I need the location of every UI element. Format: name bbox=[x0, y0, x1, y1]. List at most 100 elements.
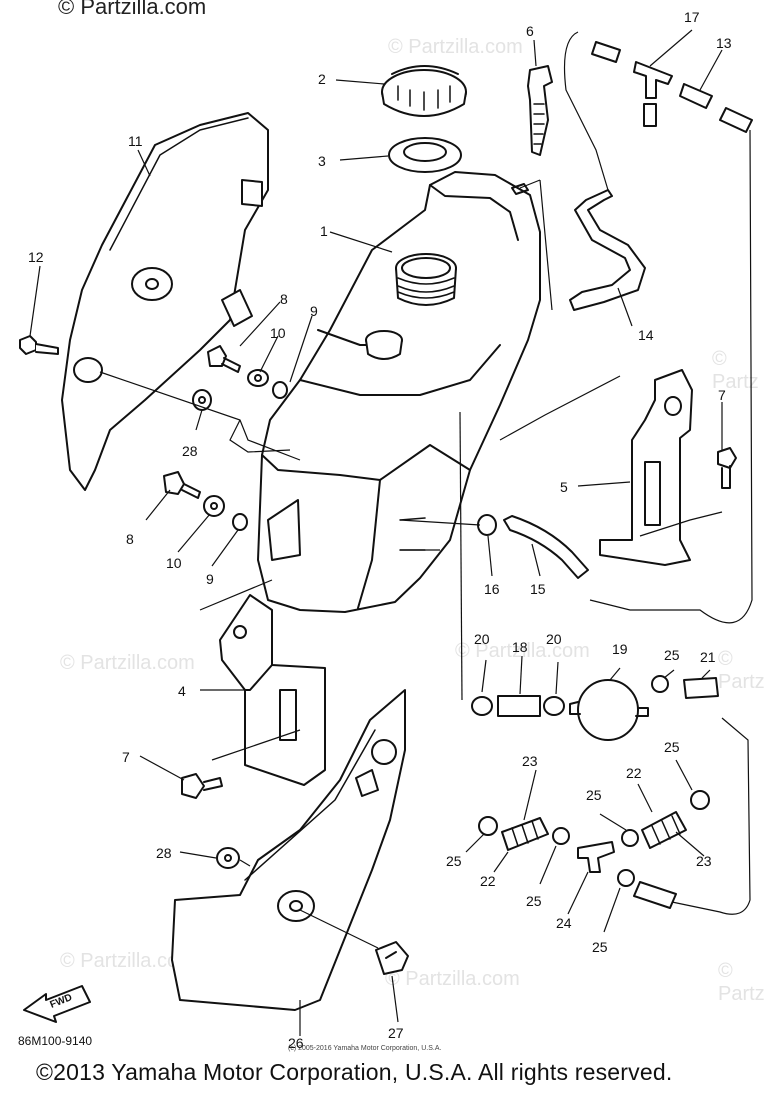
callout-number: 22 bbox=[480, 873, 496, 889]
hose-21-part bbox=[683, 677, 719, 699]
callout-number: 7 bbox=[122, 749, 130, 765]
callout-number: 4 bbox=[178, 683, 186, 699]
watermark: © Partzilla.com bbox=[60, 950, 195, 972]
bolt-27-part bbox=[375, 941, 409, 975]
bolt-7b-part bbox=[181, 773, 223, 799]
callout-number: 12 bbox=[28, 249, 44, 265]
callout-number: 20 bbox=[546, 631, 562, 647]
routing-line bbox=[563, 31, 609, 191]
damper-22b-part bbox=[641, 811, 687, 849]
gasket-part bbox=[388, 137, 462, 173]
callout-number: 25 bbox=[446, 853, 462, 869]
hose-23-part bbox=[633, 881, 677, 909]
routing-line bbox=[399, 519, 481, 551]
watermark: © Partz bbox=[718, 648, 765, 693]
callout-number: 23 bbox=[522, 753, 538, 769]
fuel-tank-part bbox=[257, 171, 541, 613]
watermark-top: © Partzilla.com bbox=[58, 0, 207, 19]
clip-20a-part bbox=[471, 696, 493, 716]
clip-25-part bbox=[617, 869, 635, 887]
callout-number: 9 bbox=[206, 571, 214, 587]
callout-number: 13 bbox=[716, 35, 732, 51]
clip-16-part bbox=[477, 514, 497, 536]
callout-number: 25 bbox=[592, 939, 608, 955]
callout-number: 11 bbox=[128, 133, 143, 149]
callout-number: 26 bbox=[288, 1035, 304, 1051]
callout-number: 19 bbox=[612, 641, 628, 657]
routing-line bbox=[671, 717, 751, 915]
routing-line bbox=[199, 579, 273, 611]
footer-copyright: ©2013 Yamaha Motor Corporation, U.S.A. A… bbox=[36, 1059, 673, 1085]
clip-25-part bbox=[621, 829, 639, 847]
callout-number: 16 bbox=[484, 581, 500, 597]
bracket-4-part bbox=[219, 594, 326, 786]
callout-number: 25 bbox=[586, 787, 602, 803]
breather-hose-14-part bbox=[569, 189, 646, 311]
fuel-filter-19-part bbox=[569, 679, 649, 741]
callout-number: 3 bbox=[318, 153, 326, 169]
clip-25-part bbox=[651, 675, 669, 693]
washer-10b-part bbox=[203, 495, 225, 517]
callout-number: 28 bbox=[156, 845, 172, 861]
callout-number: 6 bbox=[526, 23, 534, 39]
damper-22a-part bbox=[501, 817, 549, 851]
clip-20b-part bbox=[543, 696, 565, 716]
clip-25-part bbox=[690, 790, 710, 810]
clip-25-part bbox=[478, 816, 498, 836]
routing-line bbox=[229, 419, 291, 453]
joint-24-part bbox=[577, 841, 615, 873]
routing-line bbox=[239, 859, 251, 867]
hose-13-part bbox=[591, 41, 753, 133]
bracket-5-part bbox=[599, 369, 693, 566]
routing-line bbox=[299, 909, 379, 949]
routing-line bbox=[519, 179, 553, 311]
callout-number: 18 bbox=[512, 639, 528, 655]
watermark: © Partzilla.com bbox=[388, 36, 523, 58]
callout-number: 25 bbox=[664, 739, 680, 755]
washer-28b-part bbox=[216, 847, 240, 869]
fuel-cap-part bbox=[381, 65, 467, 117]
watermark: © Partz bbox=[718, 960, 765, 1005]
hose-18-part bbox=[497, 695, 541, 717]
bolt-12-part bbox=[19, 335, 59, 355]
callout-number: 27 bbox=[388, 1025, 404, 1041]
callout-number: 24 bbox=[556, 915, 572, 931]
diagram-code: 86M100-9140 bbox=[18, 1034, 93, 1048]
callout-number: 15 bbox=[530, 581, 546, 597]
watermark: © Partzilla.com bbox=[385, 968, 520, 990]
callout-number: 17 bbox=[684, 9, 700, 25]
callout-number: 10 bbox=[270, 325, 286, 341]
callout-number: 5 bbox=[560, 479, 568, 495]
callout-number: 20 bbox=[474, 631, 490, 647]
fuel-hose-15-part bbox=[503, 515, 589, 579]
side-cover-lower-part bbox=[171, 689, 406, 1011]
clip-25-part bbox=[552, 827, 570, 845]
strap-part bbox=[527, 65, 553, 156]
callout-number: 21 bbox=[700, 649, 716, 665]
callout-number: 8 bbox=[280, 291, 288, 307]
callout-number: 10 bbox=[166, 555, 182, 571]
callout-number: 8 bbox=[126, 531, 134, 547]
bolt-7a-part bbox=[717, 447, 737, 489]
callout-number: 1 bbox=[320, 223, 328, 239]
routing-line bbox=[499, 375, 621, 441]
washer-9b-part bbox=[232, 513, 248, 531]
callout-number: 25 bbox=[664, 647, 680, 663]
routing-line bbox=[639, 511, 723, 537]
watermark: © Partzilla.com bbox=[60, 652, 195, 674]
watermark: © Partzilla.com bbox=[455, 640, 590, 662]
washer-10a-part bbox=[247, 369, 269, 387]
callout-number: 14 bbox=[638, 327, 654, 343]
routing-line bbox=[589, 129, 753, 624]
small-copyright: (c) 2005-2016 Yamaha Motor Corporation, … bbox=[288, 1045, 442, 1052]
callout-number: 28 bbox=[182, 443, 198, 459]
side-cover-left-part bbox=[61, 112, 269, 491]
tee-17-part bbox=[633, 61, 673, 127]
callout-number: 2 bbox=[318, 71, 326, 87]
routing-line bbox=[459, 411, 463, 701]
callout-number: 9 bbox=[310, 303, 318, 319]
washer-9a-part bbox=[272, 381, 288, 399]
routing-line bbox=[99, 371, 301, 461]
